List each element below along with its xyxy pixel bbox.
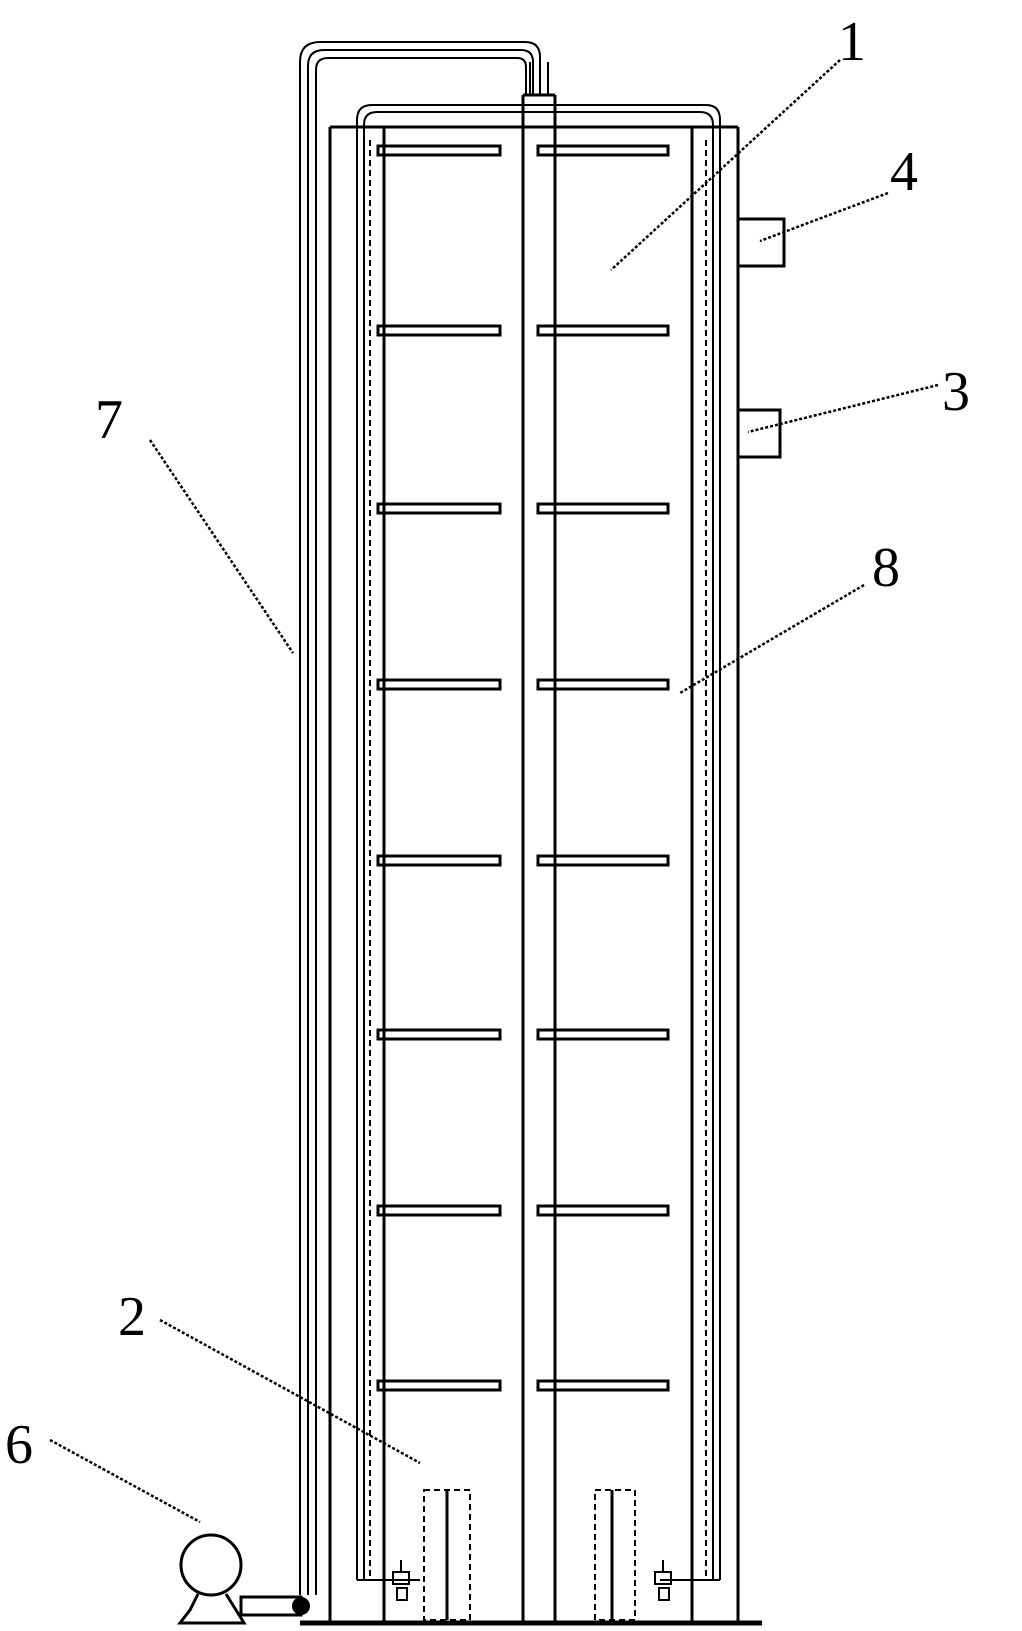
label-1: 1 [838,11,866,73]
leader-3 [747,383,939,434]
shelf-bar [376,1204,502,1217]
shelf-bar [376,144,502,157]
shelf-bar [536,1204,670,1217]
leader-1 [610,59,841,271]
label-6: 6 [5,1414,33,1476]
inner-pipe-loop [356,104,721,1581]
central-pipe [521,62,557,1623]
leader-2 [159,1318,421,1465]
leader-7 [148,439,295,654]
shelf-bar [536,502,670,515]
tank-body [328,125,740,1623]
shelf-bar [376,324,502,337]
shelves [376,144,670,1392]
shelf-bar [536,144,670,157]
label-3: 3 [942,361,970,423]
shelf-bar [376,854,502,867]
label-4: 4 [890,141,918,203]
shelf-bar [376,1379,502,1392]
leader-6 [49,1438,201,1524]
outer-circulation-pipe [299,41,541,1595]
shelf-bar [536,854,670,867]
shelf-bar [376,502,502,515]
shelf-bar [376,1028,502,1041]
port-3 [736,408,782,459]
shelf-bar [376,678,502,691]
leader-4 [759,191,889,243]
shelf-bar [536,324,670,337]
pump [176,1533,310,1625]
aerator-right [594,1489,672,1621]
aerator-left [392,1489,471,1621]
port-4 [736,217,786,268]
shelf-bar [536,678,670,691]
leader-lines [49,59,939,1524]
label-2: 2 [118,1286,146,1348]
label-7: 7 [95,389,123,451]
shelf-bar [536,1028,670,1041]
label-8: 8 [872,537,900,599]
shelf-bar [536,1379,670,1392]
leader-8 [679,583,865,695]
